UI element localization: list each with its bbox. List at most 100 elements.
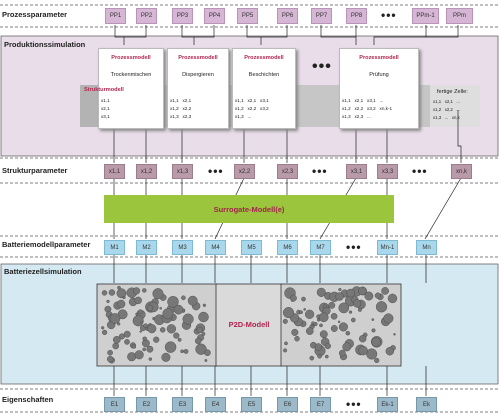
particle: [371, 337, 381, 347]
row-separators: [0, 4, 500, 413]
structure-x-group: x1,1 x2,1 x1,2 x2,2 x1,3 x2,3: [170, 98, 192, 119]
property-chip: E5: [241, 397, 262, 412]
particle: [135, 312, 138, 316]
particle: [328, 301, 336, 309]
particle: [182, 313, 194, 325]
process-param-chip: PP6: [277, 8, 298, 24]
particle: [159, 306, 162, 310]
particle: [381, 287, 389, 295]
property-chip: E2: [136, 397, 157, 412]
particle: [106, 299, 110, 303]
particle: [338, 322, 348, 332]
particle: [316, 287, 326, 297]
structure-param-ellipsis: •••: [412, 164, 428, 178]
structure-param-ellipsis: •••: [208, 164, 224, 178]
particle: [366, 348, 378, 360]
particle: [162, 308, 174, 320]
particle: [127, 352, 137, 362]
particle: [142, 336, 147, 341]
particle: [112, 342, 119, 350]
particle: [134, 296, 142, 305]
model-param-ellipsis: •••: [346, 240, 362, 254]
particle: [137, 309, 143, 315]
process-param-chip: PP4: [204, 8, 225, 24]
particle: [187, 295, 198, 306]
property-chip: Ek: [416, 397, 437, 412]
particle: [204, 359, 208, 362]
particle: [318, 312, 329, 323]
property-chip: Ek-1: [377, 397, 398, 412]
finished-cell-box: [430, 85, 480, 127]
particle: [291, 328, 299, 336]
model-param-chip: M7: [310, 240, 331, 255]
particle: [324, 342, 331, 350]
particle: [173, 304, 184, 315]
process-param-chip: PP7: [311, 8, 332, 24]
process-model-title: Prozessmodell: [111, 55, 151, 61]
structure-param-chip: x2,2: [234, 164, 255, 179]
cell-arrows: [113, 255, 427, 283]
particle: [313, 322, 318, 327]
particle: [101, 329, 108, 336]
structure-model-label: Strukturmodell: [84, 87, 124, 93]
structure-param-chip: x3,3: [377, 164, 398, 179]
structure-param-chip: x3,1: [346, 164, 367, 179]
particle: [106, 355, 114, 363]
process-model-name: Beschichten: [248, 72, 280, 78]
particle: [194, 337, 202, 345]
particle: [358, 345, 368, 356]
surrogate-models-bar: Surrogate-Modell(e): [104, 195, 394, 223]
process-model-name: Prüfung: [369, 72, 389, 78]
particle: [139, 330, 142, 333]
particle: [198, 311, 209, 323]
process-param-chip: PP5: [237, 8, 258, 24]
particle: [195, 343, 207, 355]
particle: [353, 299, 362, 308]
particle: [147, 324, 157, 334]
particle: [148, 357, 153, 361]
particle: [183, 348, 189, 354]
process-model-name: Dispergieren: [182, 72, 214, 78]
particle: [201, 331, 206, 336]
process-model-card: Prozessmodell Trockenmischen: [98, 48, 164, 129]
property-chip: E7: [310, 397, 331, 412]
particle: [142, 288, 147, 293]
particle: [167, 296, 179, 308]
particle: [303, 308, 307, 311]
particle: [123, 330, 131, 338]
particle: [132, 315, 144, 327]
particle: [107, 349, 113, 356]
particle: [166, 324, 177, 334]
particle: [173, 332, 180, 339]
particle: [131, 344, 137, 349]
particle: [374, 357, 380, 364]
process-model-title: Prozessmodell: [359, 55, 399, 61]
particle: [159, 327, 166, 333]
particle: [196, 326, 203, 334]
particle: [101, 290, 108, 296]
property-chip: E6: [277, 397, 298, 412]
particle: [108, 289, 116, 296]
structure-param-chip: x1,1: [104, 164, 125, 179]
particle: [134, 350, 144, 360]
process-param-chip: PPm-1: [412, 8, 439, 24]
process-model-ellipsis: •••: [312, 58, 332, 75]
particle: [358, 286, 367, 296]
structure-param-chip: x1,2: [136, 164, 157, 179]
particle: [299, 310, 303, 315]
process-param-chip: PP1: [105, 8, 126, 24]
particle: [375, 301, 388, 313]
particle: [309, 355, 315, 361]
particle: [204, 349, 211, 357]
particle: [117, 285, 121, 290]
structure-x-group: x1,1 x2,1 x3,1: [101, 98, 110, 119]
process-param-ellipsis: •••: [381, 8, 397, 22]
particle: [350, 317, 356, 323]
structure-param-ellipsis: •••: [312, 164, 328, 178]
particle: [364, 291, 374, 301]
model-param-chip: M3: [172, 240, 193, 255]
particle: [324, 354, 329, 359]
particle: [109, 313, 121, 324]
